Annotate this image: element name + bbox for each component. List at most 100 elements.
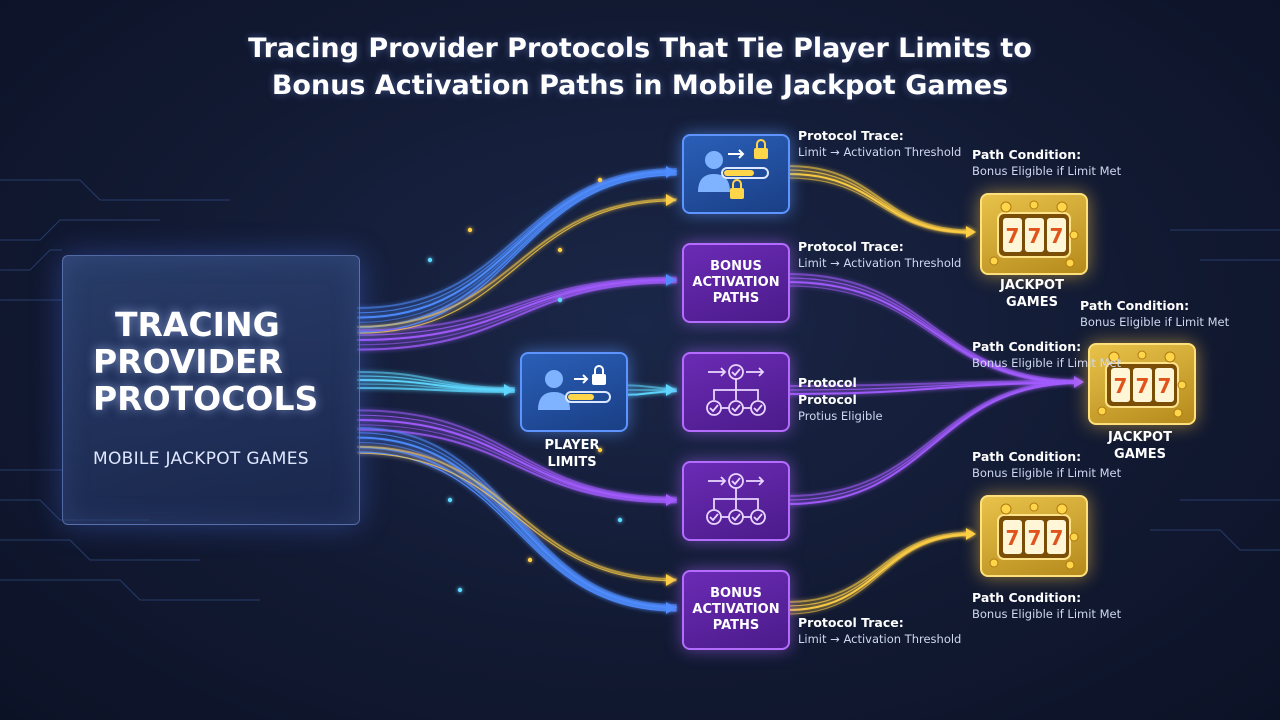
path-condition-1-heading: Path Condition: xyxy=(972,147,1082,162)
jackpot-node-1: 7 7 7 xyxy=(980,193,1088,275)
slot-777-icon: 7 7 7 xyxy=(989,502,1079,570)
protocol-middle-line-2: Protocol xyxy=(798,392,857,407)
svg-text:7: 7 xyxy=(1050,224,1064,248)
path-condition-label-2: Path Condition: Bonus Eligible if Limit … xyxy=(1080,297,1229,331)
path-condition-label-1: Path Condition: Bonus Eligible if Limit … xyxy=(972,146,1121,180)
flow-to-bonus-1 xyxy=(357,278,677,336)
flow-to-jackpot-1 xyxy=(787,169,973,233)
bonus-1-line-1: BONUS xyxy=(710,259,762,274)
flow-to-limit-lock xyxy=(357,169,677,314)
jackpot-caption-2-line-1: JACKPOT xyxy=(1108,430,1172,445)
protocol-trace-3-text: Limit → Activation Threshold xyxy=(798,632,962,646)
player-limits-caption: PLAYER LIMITS xyxy=(512,437,632,471)
flow-to-limit-lock xyxy=(357,174,677,333)
glow-dot xyxy=(447,497,453,503)
flow-to-bonus-2 xyxy=(357,441,677,610)
bonus-2-line-1: BONUS xyxy=(710,586,762,601)
path-condition-3-heading: Path Condition: xyxy=(972,339,1082,354)
flow-to-limit-lock xyxy=(357,168,677,309)
flow-to-player-limits xyxy=(357,379,515,391)
arrow-head-2 xyxy=(666,274,676,286)
jackpot-caption-1: JACKPOT GAMES xyxy=(972,277,1092,311)
arrow-head-1 xyxy=(666,194,676,206)
gold-flow-top xyxy=(357,198,677,328)
flow-to-bonus-2 xyxy=(357,432,677,607)
bonus-1-line-2: ACTIVATION xyxy=(692,275,780,290)
flow-to-flow-tree-2 xyxy=(357,424,677,502)
protocol-trace-label-2: Protocol Trace: Limit → Activation Thres… xyxy=(798,238,961,272)
jackpot-caption-1-line-2: GAMES xyxy=(1006,295,1058,310)
svg-text:7: 7 xyxy=(1028,224,1042,248)
flow-to-bonus-1 xyxy=(357,281,677,351)
protocol-trace-2-heading: Protocol Trace: xyxy=(798,239,904,254)
arrow-head-9 xyxy=(1074,376,1084,388)
flow-tree2-to-jackpot-2 xyxy=(787,382,1081,505)
title-line-2: Bonus Activation Paths in Mobile Jackpot… xyxy=(271,70,1009,101)
glow-dot xyxy=(617,517,623,523)
glow-dot xyxy=(457,587,463,593)
main-panel-title: TRACING PROVIDER PROTOCOLS xyxy=(93,306,353,417)
glow-dot xyxy=(597,447,603,453)
flow-bonus1-to-jackpot-2 xyxy=(787,285,1081,385)
path-condition-3-text: Bonus Eligible if Limit Met xyxy=(972,356,1122,370)
protocol-middle-label: Protocol Protocol Protius Eligible xyxy=(798,374,883,425)
flow-to-flow-tree-2 xyxy=(357,428,677,504)
svg-text:7: 7 xyxy=(1028,526,1042,550)
protocol-trace-label-3: Protocol Trace: Limit → Activation Thres… xyxy=(798,614,961,648)
arrow-head-0 xyxy=(666,166,676,178)
path-condition-5-heading: Path Condition: xyxy=(972,590,1082,605)
glow-dot xyxy=(467,227,473,233)
path-condition-label-3: Path Condition: Bonus Eligible if Limit … xyxy=(972,338,1121,372)
arrow-head-8 xyxy=(966,226,976,238)
circuit-lines xyxy=(0,179,1280,601)
path-condition-label-4: Path Condition: Bonus Eligible if Limit … xyxy=(972,448,1121,482)
flow-to-jackpot-3 xyxy=(787,532,973,607)
user-progress-lock-icon xyxy=(698,139,769,199)
gold-flow-bottom xyxy=(357,445,677,581)
path-condition-1-text: Bonus Eligible if Limit Met xyxy=(972,164,1122,178)
flow-to-bonus-2 xyxy=(357,436,677,609)
glow-dot xyxy=(427,257,433,263)
flow-tree2-to-jackpot-2 xyxy=(787,381,1081,501)
path-condition-2-heading: Path Condition: xyxy=(1080,298,1190,313)
flow-to-limit-lock xyxy=(357,172,677,323)
main-title-line-3: PROTOCOLS xyxy=(93,379,319,418)
svg-text:7: 7 xyxy=(1050,526,1064,550)
protocol-trace-label-1: Protocol Trace: Limit → Activation Thres… xyxy=(798,127,961,161)
jackpot-node-2: 7 7 7 xyxy=(1088,343,1196,425)
bonus-2-line-3: PATHS xyxy=(712,618,760,633)
gold-flow-bottom xyxy=(357,452,677,582)
path-condition-4-heading: Path Condition: xyxy=(972,449,1082,464)
flow-tree-icon xyxy=(706,473,766,525)
gold-flow-top xyxy=(357,200,677,334)
flow-to-jackpot-1 xyxy=(787,165,973,232)
flow-to-player-limits xyxy=(357,375,515,390)
jackpot-caption-2-line-2: GAMES xyxy=(1114,447,1166,462)
flow-to-bonus-1 xyxy=(357,279,677,341)
main-panel-subtitle: MOBILE JACKPOT GAMES xyxy=(93,449,309,469)
flow-tree-icon xyxy=(706,364,766,416)
player-limits-caption-line-1: PLAYER xyxy=(544,438,600,453)
glow-dot xyxy=(557,297,563,303)
flow-to-flow-tree-2 xyxy=(357,409,677,499)
arrow-head-7 xyxy=(666,574,676,586)
flow-to-player-limits xyxy=(357,371,515,389)
flow-bonus1-to-jackpot-2 xyxy=(787,277,1081,383)
protocol-middle-line-1: Protocol xyxy=(798,375,857,390)
flow-tree2-to-jackpot-2 xyxy=(787,380,1081,497)
user-lock-icon xyxy=(538,365,611,410)
flow-tree1-to-jackpot-2 xyxy=(787,381,1081,391)
main-panel: TRACING PROVIDER PROTOCOLS MOBILE JACKPO… xyxy=(62,255,360,525)
path-condition-label-5: Path Condition: Bonus Eligible if Limit … xyxy=(972,589,1121,623)
protocol-trace-1-text: Limit → Activation Threshold xyxy=(798,145,962,159)
svg-text:7: 7 xyxy=(1136,374,1150,398)
slot-777-icon: 7 7 7 xyxy=(989,200,1079,268)
bonus-activation-paths-node-1: BONUS ACTIVATION PATHS xyxy=(682,243,790,323)
glow-dot xyxy=(557,247,563,253)
svg-text:7: 7 xyxy=(1158,374,1172,398)
flow-to-jackpot-1 xyxy=(787,177,973,235)
flow-to-player-limits xyxy=(357,383,515,392)
protocol-trace-3-heading: Protocol Trace: xyxy=(798,615,904,630)
title-line-1: Tracing Provider Protocols That Tie Play… xyxy=(248,33,1032,64)
